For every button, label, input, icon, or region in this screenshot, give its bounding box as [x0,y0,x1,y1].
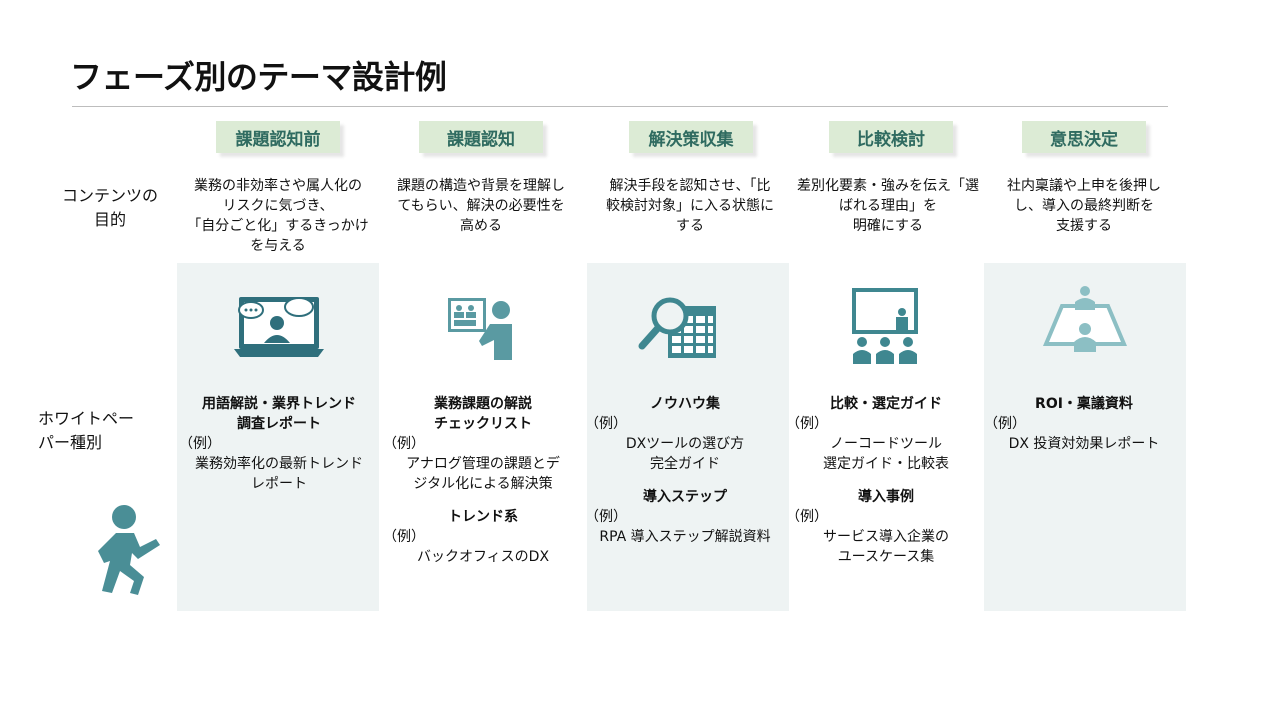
wp-example-label: （例） [984,416,1026,432]
phase-tag-4: 比較検討 [829,121,953,153]
wp-example-label: （例） [786,509,828,525]
seminar-icon [852,288,918,364]
presentation-icon [448,298,512,360]
wp-heading: 業務課題の解説チェックリスト [434,396,532,432]
video-conference-icon [234,297,324,357]
whitepaper-col-4: 比較・選定ガイド （例） ノーコードツール選定ガイド・比較表 導入事例 （例） … [786,394,986,567]
purpose-5: 社内稟議や上申を後押しし、導入の最終判断を 支援する [1007,178,1161,234]
wp-example: サービス導入企業のユースケース集 [823,529,949,565]
purpose-3: 解決手段を認知させ、「比較検討対象」に入る状態に する [606,178,774,234]
wp-heading: 用語解説・業界トレンド調査レポート [202,396,356,432]
phase-tag-5: 意思決定 [1022,121,1146,153]
wp-example-label: （例） [585,509,627,525]
wp-heading: ノウハウ集 [650,396,720,412]
wp-example: DXツールの選び方完全ガイド [625,436,745,472]
phase-tag-3: 解決策収集 [629,121,753,153]
wp-heading: 導入ステップ [643,489,727,505]
wp-example-label: （例） [786,416,828,432]
magnifier-spreadsheet-icon [638,297,716,358]
purpose-4: 差別化要素・強みを伝え「選ばれる理由」を 明確にする [797,178,979,234]
wp-example: RPA 導入ステップ解説資料 [599,529,771,545]
page-title: フェーズ別のテーマ設計例 [70,58,447,96]
whitepaper-col-1: 用語解説・業界トレンド調査レポート （例） 業務効率化の最新トレンドレポート [179,394,379,494]
phase-tag-1: 課題認知前 [216,121,340,153]
meeting-table-icon [1042,286,1128,352]
purpose-2: 課題の構造や背景を理解してもらい、解決の必要性を 高める [397,178,565,234]
wp-example: ノーコードツール選定ガイド・比較表 [823,436,949,472]
whitepaper-col-3: ノウハウ集 （例） DXツールの選び方完全ガイド 導入ステップ （例） RPA … [585,394,785,547]
row-label-purpose: コンテンツの 目的 [61,186,158,229]
wp-heading: トレンド系 [448,509,518,525]
title-divider [72,106,1168,107]
wp-example: バックオフィスのDX [416,549,550,565]
wp-heading: 導入事例 [858,489,914,505]
row-label-whitepaper: ホワイトペー パー種別 [38,409,135,452]
wp-example-label: （例） [179,436,221,452]
whitepaper-col-5: ROI・稟議資料 （例） DX 投資対効果レポート [984,394,1184,454]
wp-heading: ROI・稟議資料 [1035,396,1133,412]
wp-example: アナログ管理の課題とデジタル化による解決策 [406,456,560,492]
phase-tag-2: 課題認知 [419,121,543,153]
wp-example-label: （例） [383,436,425,452]
whitepaper-col-2: 業務課題の解説チェックリスト （例） アナログ管理の課題とデジタル化による解決策… [383,394,583,567]
running-person-icon [98,505,160,595]
wp-example-label: （例） [585,416,627,432]
purpose-1: 業務の非効率さや属人化のリスクに気づき、 「自分ごと化」するきっかけを与える [187,178,369,254]
wp-heading: 比較・選定ガイド [830,396,942,412]
wp-example: 業務効率化の最新トレンドレポート [195,456,363,492]
wp-example: DX 投資対効果レポート [1008,436,1160,452]
wp-example-label: （例） [383,529,425,545]
